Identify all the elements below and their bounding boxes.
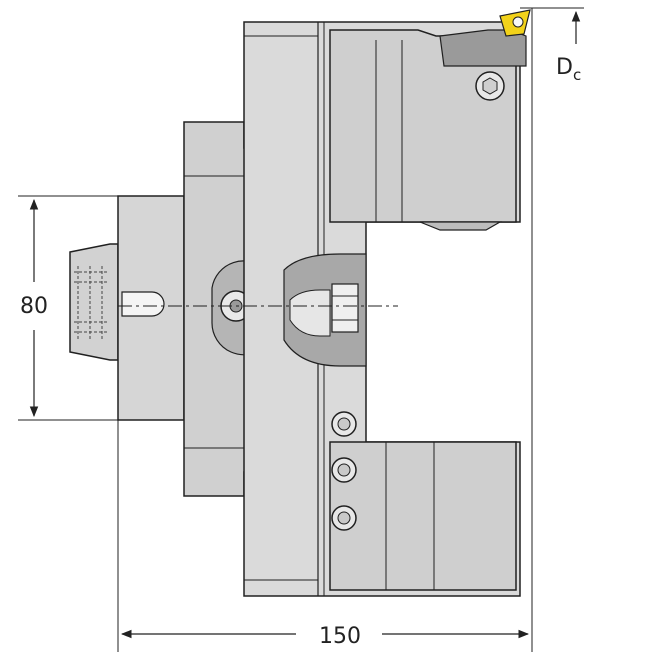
shank — [69, 195, 185, 421]
bottom-cartridge — [329, 411, 517, 591]
clamp-screw — [331, 283, 359, 333]
dimension-150-label: 150 — [319, 624, 361, 649]
dimension-80-label: 80 — [20, 294, 48, 319]
dimension-150: 150 — [117, 8, 533, 652]
dimension-dc-subscript: c — [573, 66, 581, 84]
shank-serration — [74, 266, 108, 340]
dimension-dc: D c — [520, 7, 584, 84]
top-cartridge — [329, 9, 531, 231]
dimension-dc-label: D — [556, 55, 573, 80]
dimension-80: 80 — [18, 195, 118, 421]
